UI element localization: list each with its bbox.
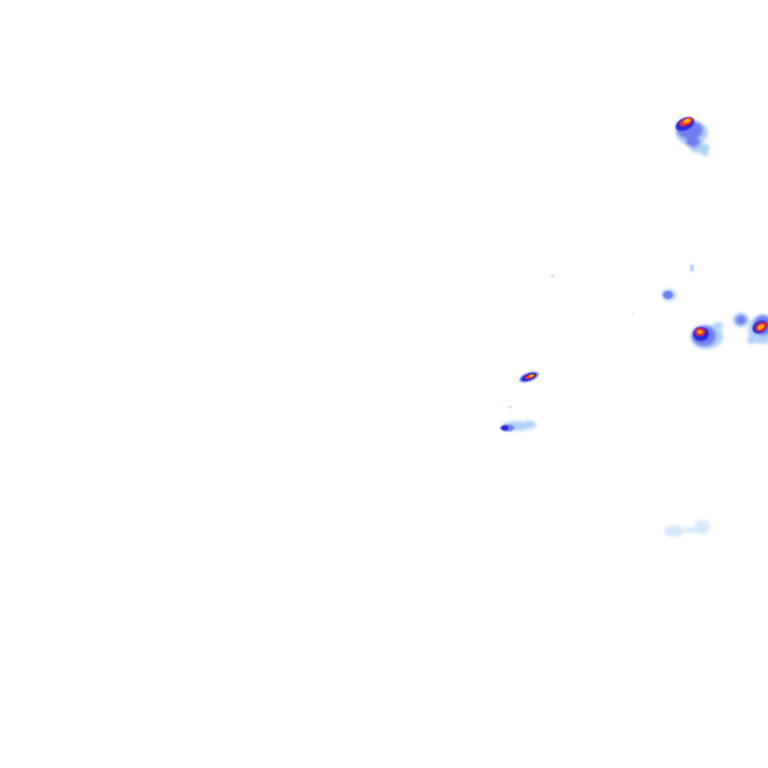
radar-echo-light-patch-south (664, 520, 710, 537)
radar-echo-specks (508, 264, 694, 408)
radar-echo-cell-small (662, 289, 676, 301)
radar-echo-cell-north (675, 117, 710, 156)
radar-echo-cell-west (519, 371, 539, 383)
radar-echo-cell-east-edge (733, 313, 768, 344)
radar-echo-cell-central-east (691, 322, 723, 349)
radar-echo-band-southwest (500, 421, 537, 432)
